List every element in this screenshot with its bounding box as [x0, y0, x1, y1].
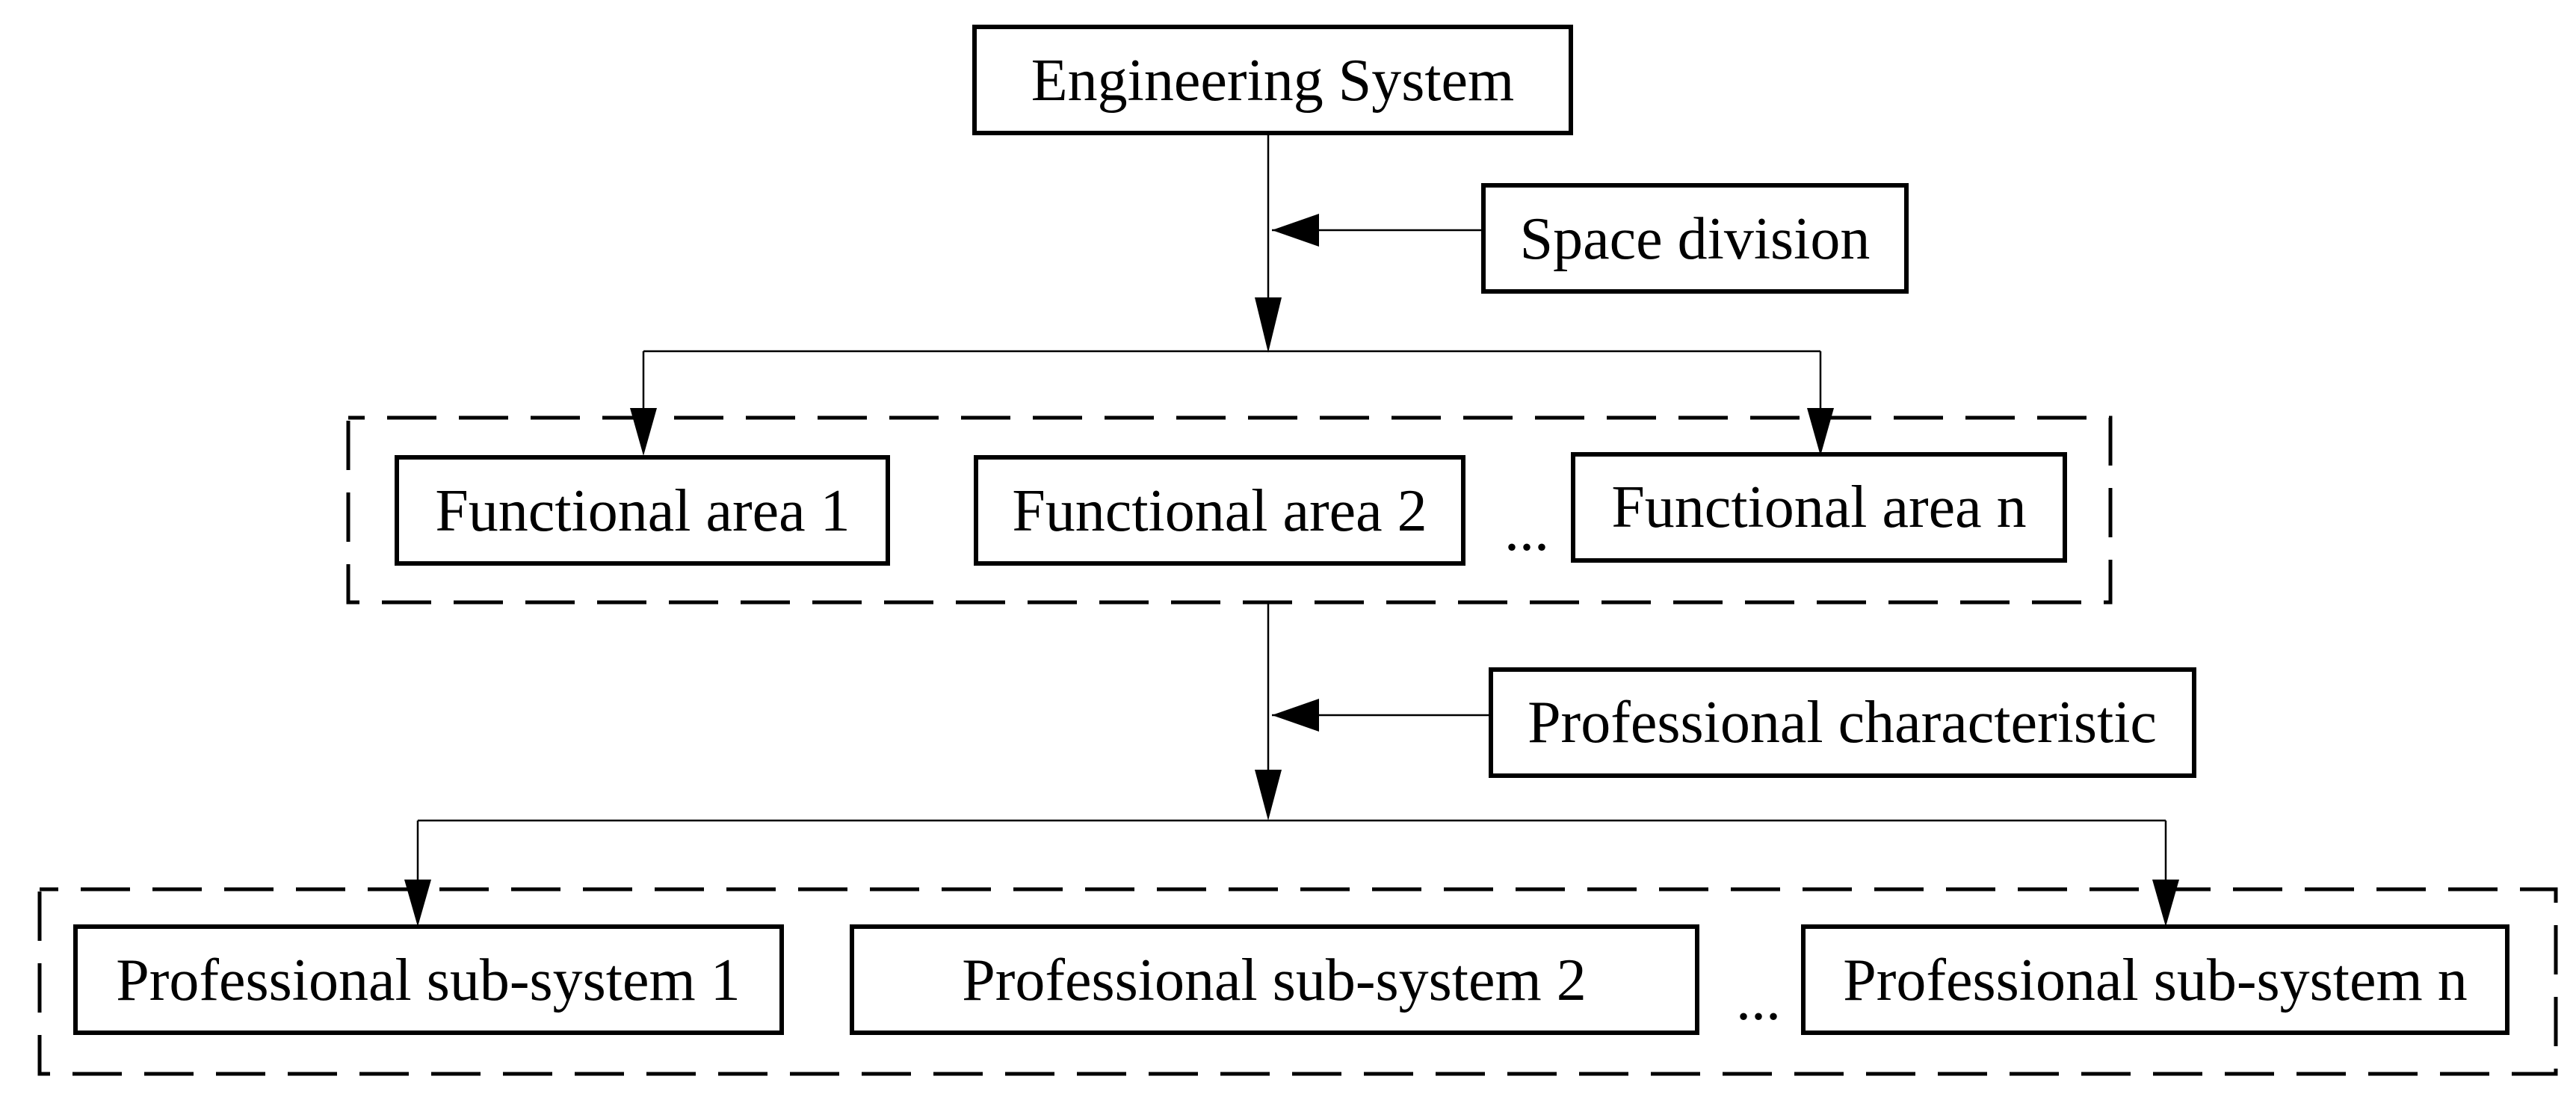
functional-areas-group: [346, 415, 2113, 605]
professional-subsystem-n-label: Professional sub-system n: [1843, 948, 2468, 1013]
professional-subsystem-ellipsis: ...: [1736, 967, 1781, 1033]
arrowhead: [404, 880, 431, 927]
functional-area-2-box: [974, 455, 1465, 566]
functional-area-ellipsis: ...: [1504, 498, 1549, 563]
functional-area-2-label: Functional area 2: [1012, 478, 1427, 544]
arrowhead: [1807, 408, 1834, 456]
arrowhead: [630, 408, 657, 456]
space-division-label: Space division: [1520, 206, 1871, 272]
engineering-system-label: Engineering System: [1031, 48, 1515, 114]
professional-characteristic-label: Professional characteristic: [1528, 690, 2157, 756]
subsystems-group: [37, 887, 2558, 1076]
space-division-box: [1481, 183, 1909, 294]
professional-subsystem-2-box: [850, 924, 1699, 1035]
arrowhead: [1272, 214, 1319, 247]
functional-area-n-label: Functional area n: [1611, 475, 2026, 540]
professional-subsystem-n-box: [1801, 924, 2509, 1035]
engineering-system-box: [972, 25, 1573, 135]
professional-subsystem-1-box: [73, 924, 784, 1035]
functional-area-n-box: [1571, 452, 2067, 563]
professional-subsystem-2-label: Professional sub-system 2: [962, 948, 1587, 1013]
functional-area-1-label: Functional area 1: [435, 478, 850, 544]
functional-area-1-box: [395, 455, 890, 566]
arrowhead: [1255, 770, 1282, 821]
arrowhead: [2152, 880, 2179, 927]
arrowhead: [1255, 297, 1282, 353]
professional-subsystem-1-label: Professional sub-system 1: [116, 948, 741, 1013]
professional-characteristic-box: [1489, 667, 2196, 778]
arrowhead: [1272, 699, 1319, 732]
